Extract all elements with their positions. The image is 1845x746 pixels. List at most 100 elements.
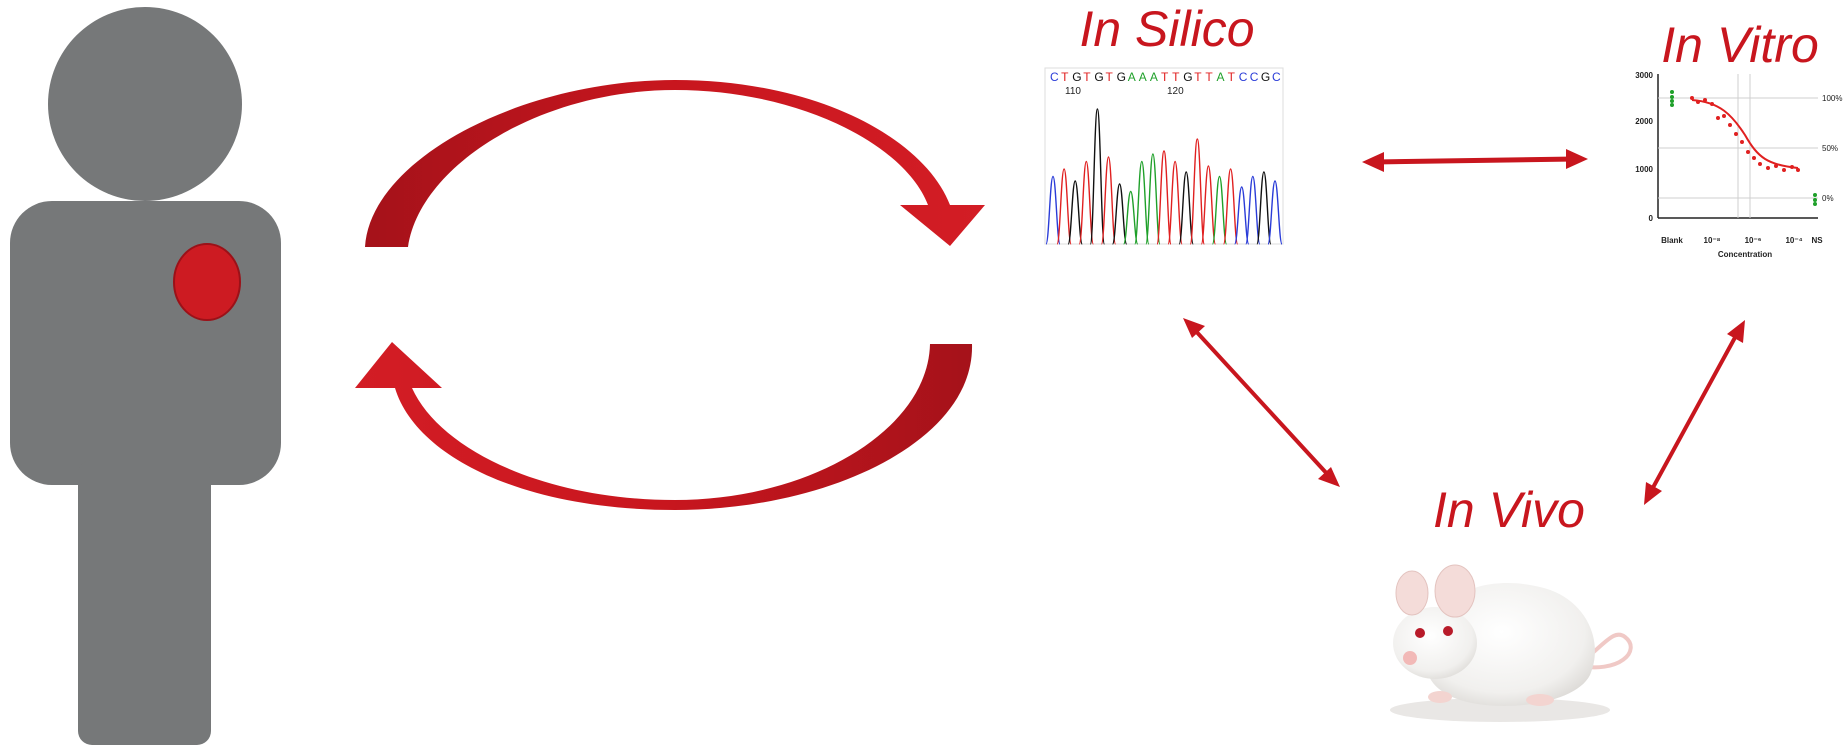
- mouse-nose: [1403, 651, 1417, 665]
- dose-point: [1796, 168, 1800, 172]
- right-tick-0: 0%: [1822, 194, 1834, 203]
- dose-point: [1752, 156, 1756, 160]
- trace-peak: [1056, 168, 1072, 245]
- sequence-letter: G: [1072, 70, 1081, 84]
- sequence-letter: T: [1161, 70, 1169, 84]
- x-tick-1e-6: 10⁻⁶: [1745, 236, 1762, 245]
- dose-point: [1670, 90, 1674, 94]
- sequence-letter: T: [1106, 70, 1114, 84]
- trace-peak: [1111, 183, 1128, 245]
- mouse-eye-left: [1415, 628, 1425, 638]
- sequence-letter: A: [1150, 70, 1158, 84]
- dose-point: [1728, 123, 1732, 127]
- mouse-shadow: [1390, 698, 1610, 722]
- x-tick-ns: NS: [1811, 236, 1823, 245]
- dose-point: [1670, 103, 1674, 107]
- person-legs: [78, 460, 211, 745]
- title-in-vivo: In Vivo: [1433, 482, 1585, 538]
- y-tick-0: 0: [1649, 214, 1654, 223]
- right-tick-100: 100%: [1822, 94, 1842, 103]
- chromatogram-frame: [1044, 67, 1284, 245]
- trace-peak: [1100, 156, 1117, 245]
- trace-peak: [1211, 175, 1228, 245]
- right-tick-50: 50%: [1822, 144, 1838, 153]
- mouse-paw-back: [1526, 694, 1554, 706]
- person-torso: [10, 201, 281, 485]
- mouse-tail: [1574, 632, 1633, 670]
- sequence-letter: T: [1194, 70, 1202, 84]
- sequence-letter: G: [1117, 70, 1126, 84]
- trace-peak: [1145, 153, 1161, 245]
- x-axis-label: Concentration: [1718, 250, 1772, 259]
- sequence-letter: C: [1272, 70, 1281, 84]
- trace-peak: [1245, 175, 1261, 245]
- mouse-ear-left: [1395, 570, 1429, 616]
- sequence-letter: A: [1217, 70, 1225, 84]
- trace-peak: [1234, 186, 1250, 245]
- trace-peak: [1123, 190, 1139, 245]
- dose-points: [1670, 90, 1817, 206]
- trace-peak: [1178, 171, 1194, 245]
- dose-point: [1670, 99, 1674, 103]
- person-figure: [10, 7, 281, 745]
- arrow-silico-vitro: [1362, 149, 1588, 172]
- y-tick-2000: 2000: [1635, 117, 1653, 126]
- title-in-silico: In Silico: [1079, 1, 1254, 57]
- x-tick-1e-8: 10⁻⁸: [1704, 236, 1721, 245]
- arrow-silico-vivo: [1183, 318, 1340, 487]
- trace-peak: [1167, 160, 1183, 245]
- dose-point: [1813, 193, 1817, 197]
- dose-point: [1782, 168, 1786, 172]
- arrow-vitro-vivo: [1644, 320, 1745, 505]
- dose-fit-curve: [1691, 99, 1799, 169]
- mouse-illustration: [1390, 564, 1633, 722]
- sequence-letter: T: [1228, 70, 1236, 84]
- heart-marker: [173, 243, 241, 321]
- sequence-letter: C: [1050, 70, 1059, 84]
- x-tick-blank: Blank: [1661, 236, 1683, 245]
- sequence-letter: T: [1205, 70, 1213, 84]
- title-in-vitro: In Vitro: [1661, 17, 1819, 73]
- cycle-arrow-bottom: [355, 342, 973, 510]
- sequence-letter: C: [1239, 70, 1248, 84]
- trace-peak: [1200, 165, 1217, 245]
- trace-peak: [1267, 180, 1283, 245]
- dose-point: [1766, 166, 1770, 170]
- mouse-head: [1393, 607, 1477, 679]
- trace-peak: [1078, 160, 1094, 245]
- x-tick-1e-4: 10⁻⁴: [1785, 236, 1802, 245]
- mouse-eye-right: [1443, 626, 1453, 636]
- dose-point: [1716, 116, 1720, 120]
- mouse-body: [1425, 583, 1595, 707]
- trace-peak: [1067, 180, 1083, 245]
- trace-peak: [1156, 150, 1172, 245]
- chromatogram-traces: [1045, 108, 1283, 245]
- y-tick-1000: 1000: [1635, 165, 1653, 174]
- dose-point: [1690, 96, 1694, 100]
- dose-point: [1746, 150, 1750, 154]
- trace-peak: [1189, 138, 1205, 245]
- person-head: [48, 7, 242, 201]
- dose-point: [1670, 95, 1674, 99]
- position-label-120: 120: [1167, 86, 1184, 97]
- cycle-arrows: [355, 80, 985, 510]
- sequence-letter: T: [1061, 70, 1069, 84]
- sequence-letter: T: [1083, 70, 1091, 84]
- sequence-letter: C: [1250, 70, 1259, 84]
- dose-point: [1813, 202, 1817, 206]
- y-tick-3000: 3000: [1635, 71, 1653, 80]
- dose-point: [1740, 140, 1744, 144]
- sequence-letter: A: [1139, 70, 1147, 84]
- trace-peak: [1134, 160, 1150, 245]
- dose-point: [1813, 198, 1817, 202]
- trace-peak: [1089, 108, 1106, 245]
- link-arrows: [1183, 149, 1745, 505]
- sequence-letter: T: [1172, 70, 1180, 84]
- mouse-ear-right: [1434, 564, 1476, 618]
- sequence-letter: G: [1094, 70, 1103, 84]
- trace-peak: [1256, 171, 1272, 245]
- dose-point: [1722, 114, 1726, 118]
- sequence-letter: G: [1183, 70, 1192, 84]
